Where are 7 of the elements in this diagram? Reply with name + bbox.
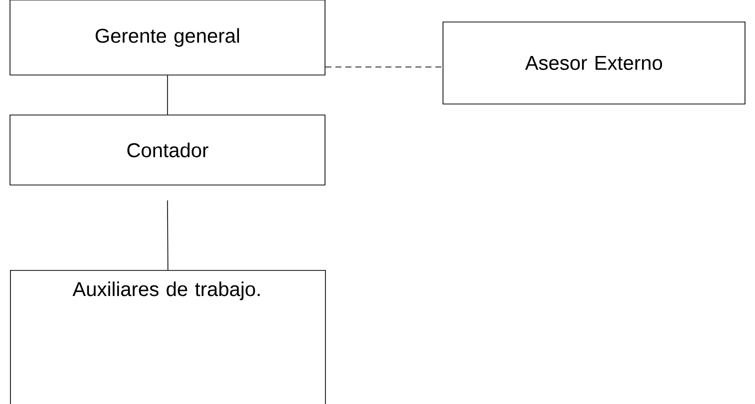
connector-line [325, 66, 443, 68]
org-box: Gerente general [10, 0, 326, 76]
org-box: Contador [10, 114, 326, 186]
connector-line [167, 75, 168, 115]
org-box: Asesor Externo [442, 22, 746, 104]
org-box: Auxiliares de trabajo. [10, 270, 326, 404]
connector-line [167, 200, 168, 270]
